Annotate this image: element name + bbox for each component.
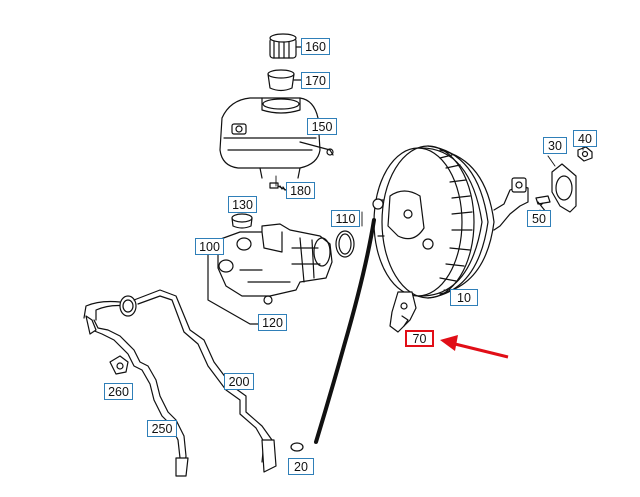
screw-part xyxy=(269,182,287,191)
brake-pipes-part xyxy=(83,289,277,477)
callout-200[interactable]: 200 xyxy=(224,373,254,390)
callout-120[interactable]: 120 xyxy=(258,314,287,331)
brake-fluid-reservoir-part xyxy=(219,97,334,179)
callout-170[interactable]: 170 xyxy=(301,72,330,89)
seal-part xyxy=(231,213,253,229)
callout-130[interactable]: 130 xyxy=(228,196,257,213)
reservoir-cap-part xyxy=(269,33,303,59)
callout-30[interactable]: 30 xyxy=(543,137,567,154)
brake-booster-part xyxy=(372,145,529,299)
gasket-part xyxy=(551,163,577,213)
callout-160[interactable]: 160 xyxy=(301,38,330,55)
nut-part xyxy=(577,146,593,162)
bolt-part xyxy=(535,195,551,213)
callout-260[interactable]: 260 xyxy=(104,383,133,400)
callout-40[interactable]: 40 xyxy=(573,130,597,147)
callout-10[interactable]: 10 xyxy=(450,289,478,306)
red-arrow-pointer xyxy=(440,335,509,359)
callout-70-highlighted[interactable]: 70 xyxy=(405,330,434,347)
vacuum-hose-part xyxy=(314,218,376,444)
o-ring-part xyxy=(335,230,355,258)
vacuum-sensor-part xyxy=(389,291,417,333)
callout-50[interactable]: 50 xyxy=(527,210,551,227)
callout-110[interactable]: 110 xyxy=(331,210,360,227)
callout-250[interactable]: 250 xyxy=(147,420,177,437)
callout-20[interactable]: 20 xyxy=(288,458,314,475)
callout-180[interactable]: 180 xyxy=(286,182,315,199)
callout-150[interactable]: 150 xyxy=(307,118,337,135)
hose-clamp-part xyxy=(290,442,304,452)
master-cylinder-part xyxy=(217,223,333,305)
callout-100[interactable]: 100 xyxy=(195,238,224,255)
